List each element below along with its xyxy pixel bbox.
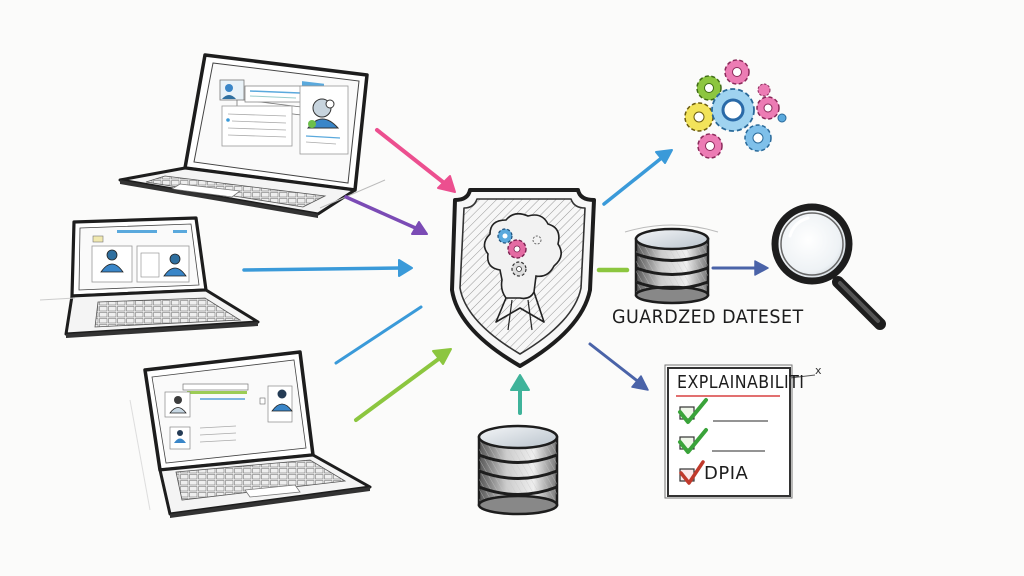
arrow-pink bbox=[375, 128, 456, 193]
arrow-purple bbox=[344, 195, 428, 235]
checklist-item-dpia: DPIA bbox=[704, 463, 749, 484]
gear-pink-right bbox=[756, 96, 780, 120]
guarded-dataset-label: Guardzed Dateset bbox=[612, 306, 804, 328]
gear-yellow bbox=[684, 102, 714, 132]
brain-gear-blue bbox=[497, 228, 513, 244]
gear-green bbox=[696, 75, 722, 101]
gear-pink-small bbox=[757, 83, 771, 97]
arrow-navy-to-checklist bbox=[588, 342, 649, 391]
arrow-teal-up bbox=[510, 374, 530, 415]
shield-brain-icon bbox=[450, 188, 596, 368]
gear-blue-bottom bbox=[744, 124, 772, 152]
magnifying-glass-icon bbox=[771, 203, 886, 330]
arrow-blue-to-gears bbox=[602, 149, 673, 206]
checklist-close-icon: x bbox=[815, 364, 823, 377]
brain-gear-pink bbox=[507, 239, 527, 259]
source-database-icon bbox=[477, 424, 559, 516]
gear-blue-large bbox=[711, 88, 755, 132]
arrow-navy-to-magnifier bbox=[711, 260, 769, 276]
laptop-bottom bbox=[129, 350, 372, 518]
gears-icon bbox=[684, 59, 787, 159]
brain-gear-gray bbox=[511, 261, 527, 277]
laptop-top bbox=[118, 53, 386, 218]
gear-blue-tiny bbox=[777, 113, 787, 123]
arrow-blue-middle bbox=[242, 259, 413, 277]
laptop-middle bbox=[39, 216, 260, 338]
arrow-green bbox=[354, 348, 452, 422]
gear-pink-top bbox=[724, 59, 750, 85]
arrow-blue-lower bbox=[334, 305, 423, 365]
checklist-title: Explainabiliti bbox=[677, 372, 805, 393]
gear-pink-bottom bbox=[697, 133, 723, 159]
checklist-panel bbox=[664, 364, 816, 499]
guarded-dataset-icon bbox=[624, 224, 719, 305]
